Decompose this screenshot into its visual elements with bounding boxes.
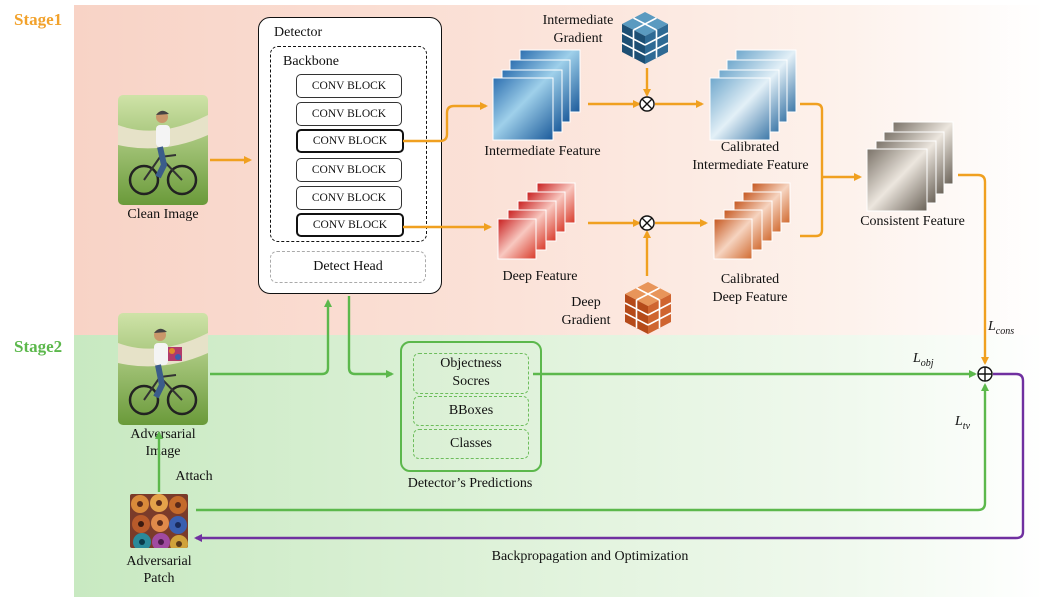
adversarial-patch-label-1: Adversarial [126, 554, 192, 569]
loss-tv-symbol: L [955, 414, 963, 429]
adversarial-image-label-1: Adversarial [130, 427, 196, 442]
oplus-loss [977, 366, 993, 382]
deep-gradient-label-1: Deep [571, 295, 601, 310]
calibrated-deep-stack [713, 182, 791, 260]
intermediate-gradient-label-2: Gradient [553, 31, 603, 46]
detect-head: Detect Head [270, 251, 426, 283]
loss-tv-sub: tv [962, 420, 971, 432]
deep-feature-label: Deep Feature [502, 269, 578, 284]
adversarial-patch-label-2: Patch [143, 571, 175, 586]
otimes-deep [639, 215, 655, 231]
conv-block-1: CONV BLOCK [296, 74, 402, 98]
backbone-box [270, 46, 427, 242]
clean-image [118, 95, 208, 205]
loss-cons: Lcons [988, 318, 1028, 341]
loss-cons-symbol: L [988, 319, 996, 334]
stage1-label: Stage1 [14, 10, 63, 29]
adversarial-patch [130, 494, 188, 548]
intermediate-gradient-label-1: Intermediate [542, 13, 614, 28]
calibrated-deep-label-1: Calibrated [720, 272, 780, 287]
adversarial-image-label-2: Image [145, 444, 181, 459]
intermediate-feature-label: Intermediate Feature [484, 144, 601, 159]
conv-block-6: CONV BLOCK [296, 213, 404, 237]
backbone-title: Backbone [283, 54, 339, 69]
classes: Classes [413, 429, 529, 459]
calibrated-intermediate-stack [709, 49, 797, 141]
loss-obj-sub: obj [920, 357, 934, 369]
consistent-feature-label: Consistent Feature [860, 214, 965, 229]
detector-box [258, 17, 442, 294]
bboxes: BBoxes [413, 396, 529, 426]
objectness-line-2: Socres [452, 374, 490, 389]
loss-obj: Lobj [913, 350, 953, 373]
intermediate-gradient-cube [621, 12, 669, 64]
calibrated-intermediate-label-2: Intermediate Feature [692, 158, 809, 173]
loss-tv: Ltv [955, 413, 985, 436]
conv-block-4: CONV BLOCK [296, 158, 402, 182]
predictions-box [400, 341, 542, 472]
stage2-label: Stage2 [14, 337, 63, 356]
objectness-line-1: Objectness [440, 356, 502, 371]
backprop-label: Backpropagation and Optimization [491, 549, 689, 564]
deep-feature-stack [497, 182, 576, 260]
deep-gradient-label-2: Gradient [561, 313, 611, 328]
loss-cons-sub: cons [995, 325, 1015, 337]
predictions-caption: Detector’s Predictions [407, 476, 533, 491]
deep-gradient-cube [624, 282, 672, 334]
loss-obj-symbol: L [913, 351, 921, 366]
otimes-intermediate [639, 96, 655, 112]
adversarial-image [118, 313, 208, 425]
detector-title: Detector [274, 25, 323, 40]
attach-label: Attach [175, 469, 213, 484]
intermediate-feature-stack [492, 49, 581, 141]
calibrated-deep-label-2: Deep Feature [712, 290, 788, 305]
conv-block-2: CONV BLOCK [296, 102, 402, 126]
conv-block-3: CONV BLOCK [296, 129, 404, 153]
conv-block-5: CONV BLOCK [296, 186, 402, 210]
stage2-region [74, 335, 1044, 597]
clean-image-label: Clean Image [127, 207, 199, 222]
calibrated-intermediate-label-1: Calibrated [720, 140, 780, 155]
consistent-feature-stack [866, 121, 954, 212]
objectness-scores: Objectness Socres [413, 353, 529, 394]
